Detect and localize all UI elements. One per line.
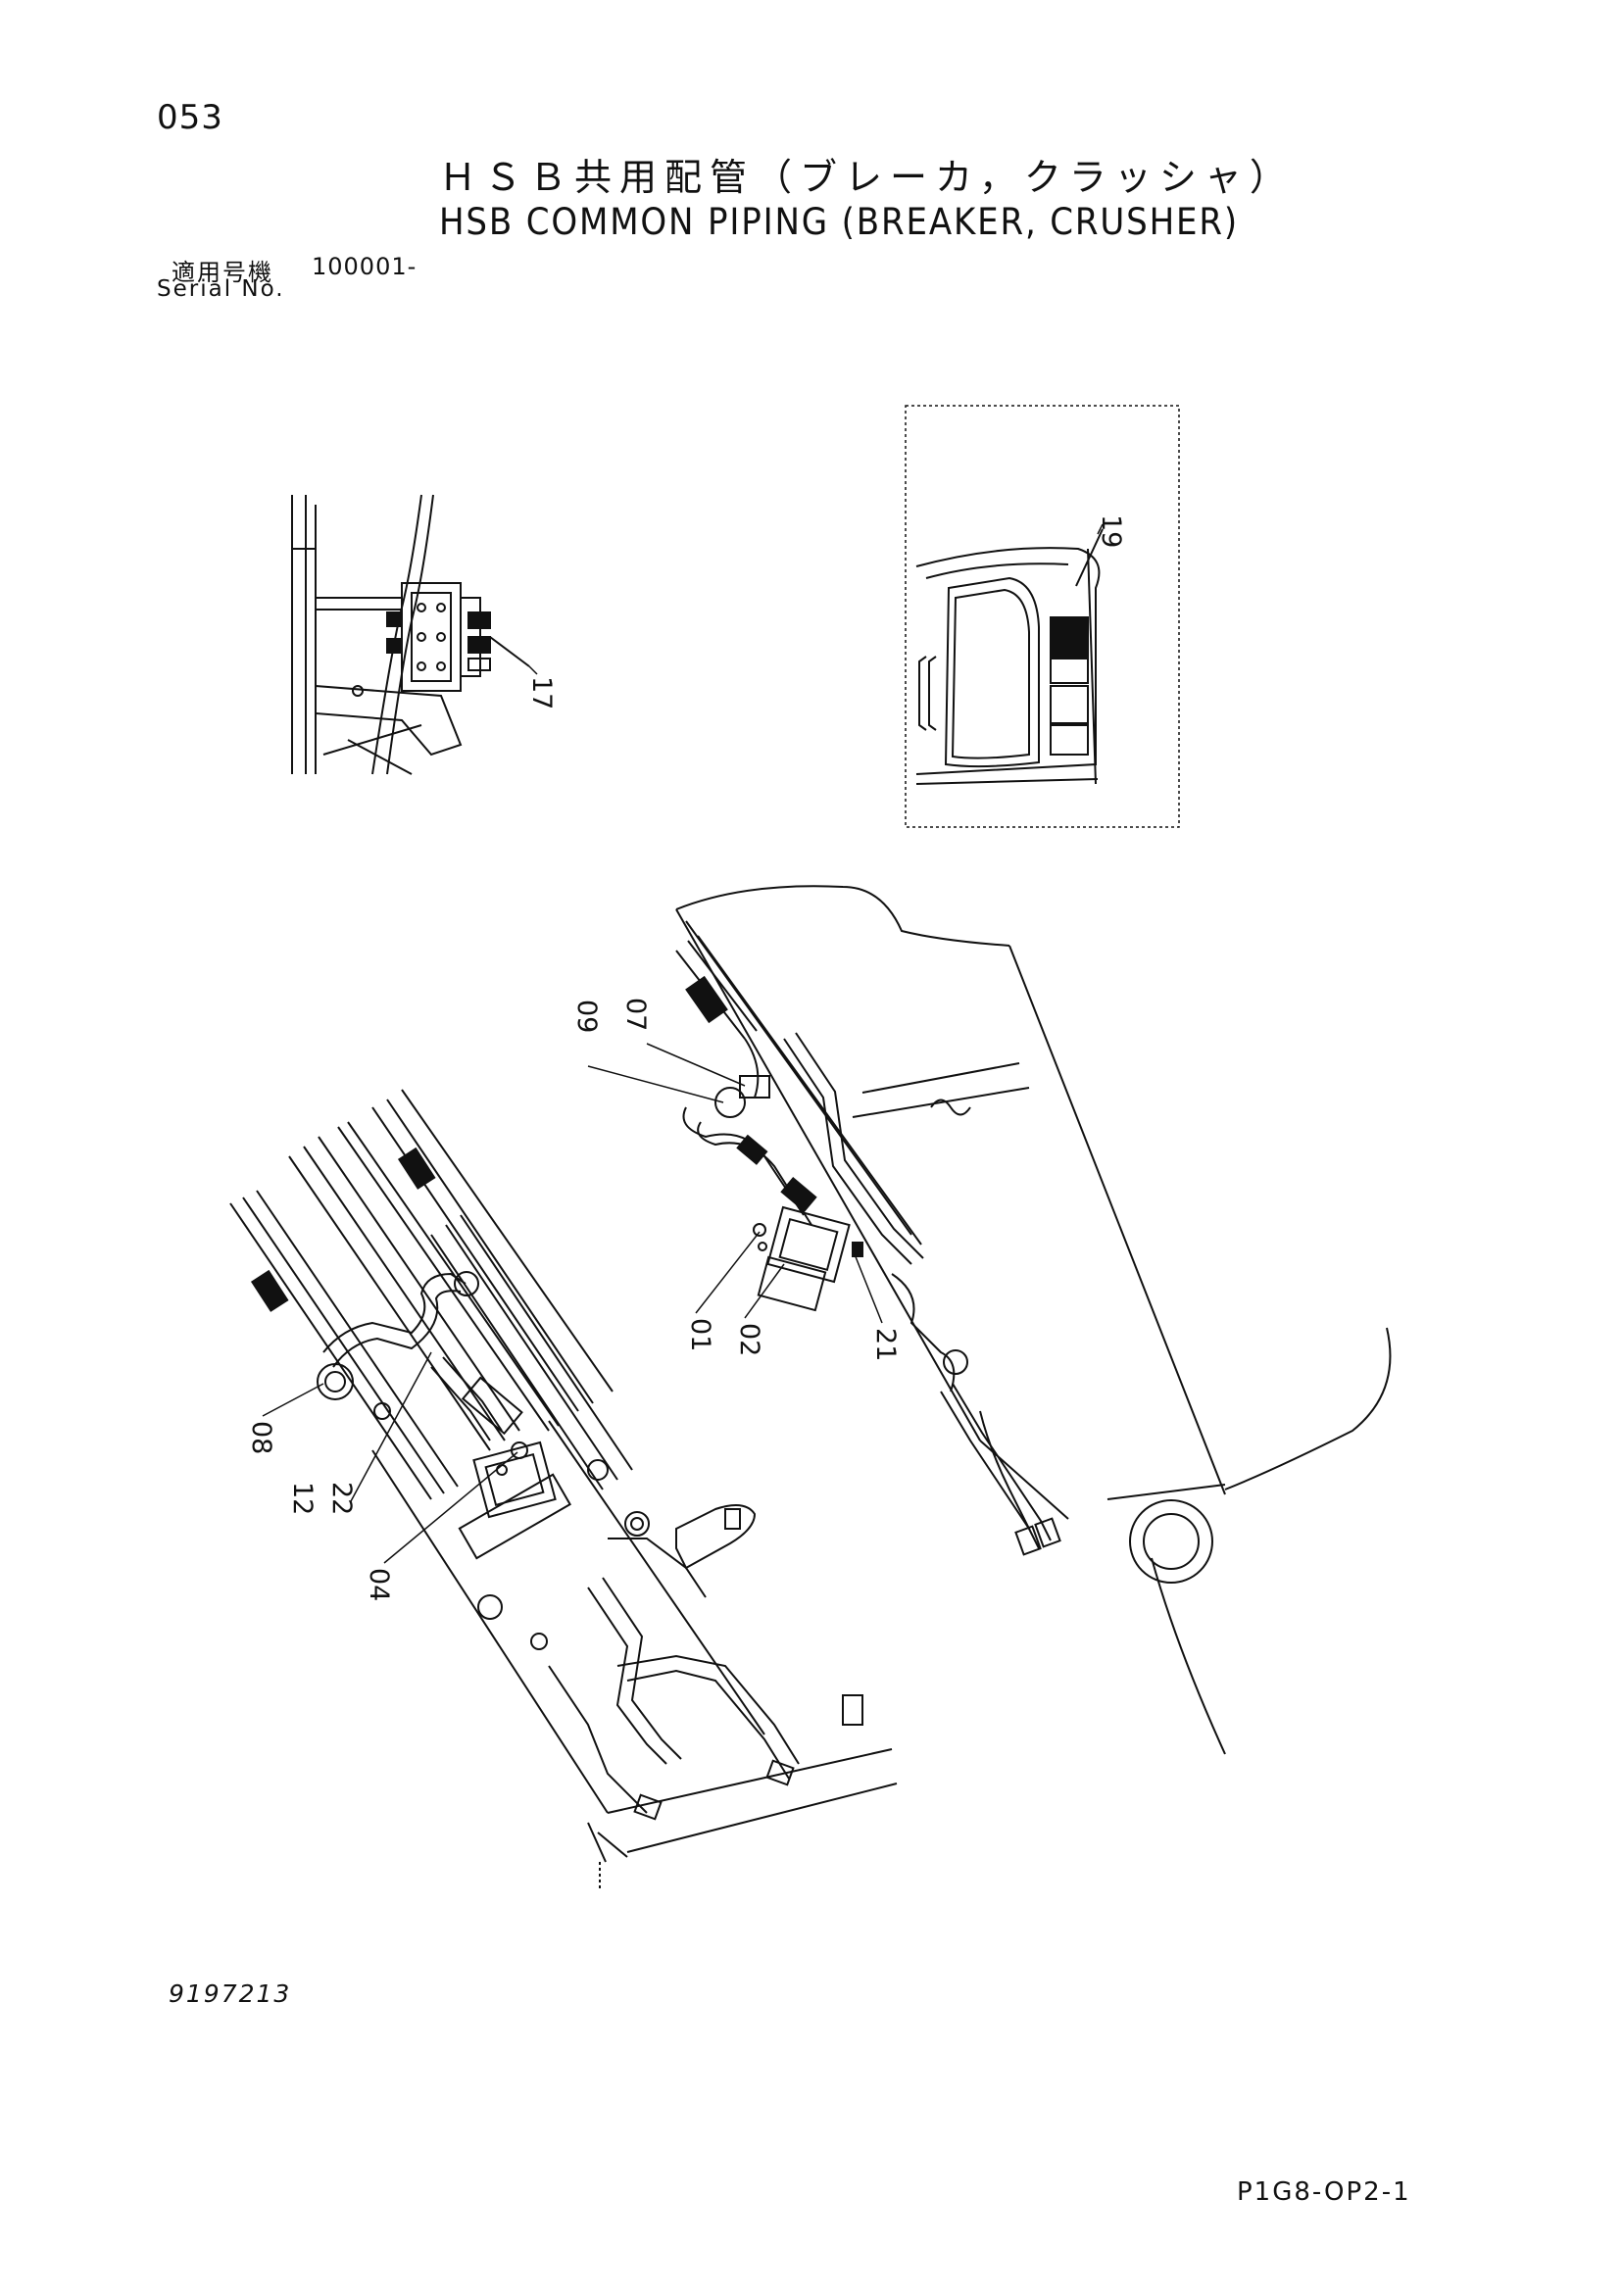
drawing-number: 9197213: [169, 1979, 292, 2008]
sheet-id: P1G8-OP2-1: [1237, 2177, 1411, 2207]
detail-view-cab: [905, 405, 1180, 828]
callout-02: 02: [734, 1323, 764, 1356]
arm-structure: [229, 1089, 898, 1891]
callout-08: 09: [571, 1000, 602, 1033]
page-number: 053: [157, 98, 223, 137]
upper-hose-assembly: [675, 940, 1061, 1556]
callout-19: 19: [1096, 514, 1126, 548]
serial-label-english: Serial No.: [157, 276, 285, 302]
callout-07: 07: [620, 998, 651, 1031]
callout-09: 08: [246, 1421, 276, 1454]
leader-lines: [262, 523, 1104, 1564]
callout-12: 12: [287, 1482, 318, 1515]
boom-outline: [675, 885, 1392, 1755]
serial-label-japanese: 適用号機: [172, 259, 273, 286]
callout-01: 01: [685, 1318, 715, 1351]
callout-04: 04: [364, 1568, 394, 1601]
callout-22: 22: [326, 1482, 357, 1515]
callout-21: 21: [870, 1328, 901, 1361]
callout-labels: 19 17 09 07 01 02 21 08 12 22 04: [246, 514, 1126, 1601]
callout-17: 17: [526, 676, 557, 709]
title-japanese: ＨＳＢ共用配管（ブレーカ，クラッシャ）: [439, 156, 1295, 199]
serial-number-range: 100001-: [312, 253, 418, 280]
title-english: HSB COMMON PIPING (BREAKER, CRUSHER): [439, 201, 1239, 243]
detail-view-valve-mount: [291, 494, 530, 775]
